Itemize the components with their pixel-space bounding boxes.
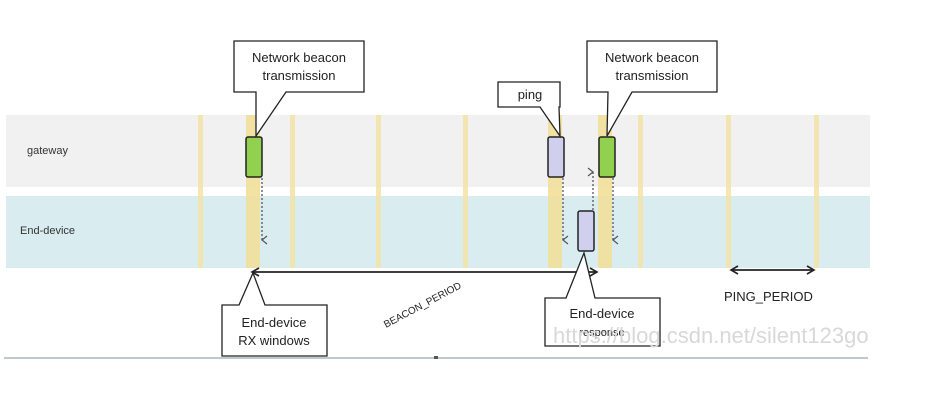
callout-beacon-2-line2: transmission <box>616 68 689 83</box>
gateway-lane <box>6 115 870 187</box>
ping-slot <box>463 115 468 268</box>
gateway-lane-label: gateway <box>27 145 68 157</box>
ping-slot <box>290 115 295 268</box>
ping-slot <box>726 115 731 268</box>
callout-beacon-2: Network beacon transmission <box>586 40 718 137</box>
callout-response-line1: End-device <box>569 306 634 321</box>
ping-slot <box>376 115 381 268</box>
ping-frame <box>547 136 565 178</box>
ping-slot <box>198 115 203 268</box>
callout-ping: ping <box>497 81 561 139</box>
ping-period-label: PING_PERIOD <box>724 289 813 304</box>
callout-response: End-device response <box>544 250 661 347</box>
watermark: https://blog.csdn.net/silent123go <box>553 323 869 348</box>
bottom-marker <box>434 356 438 359</box>
response-frame <box>577 210 595 252</box>
callout-beacon-1-line1: Network beacon <box>252 50 346 65</box>
callout-ping-label: ping <box>518 87 543 102</box>
callout-rx-windows: End-device RX windows <box>221 271 328 357</box>
beacon-frame-1 <box>245 136 263 178</box>
callout-beacon-2-line1: Network beacon <box>605 50 699 65</box>
end-device-lane <box>6 196 870 268</box>
beacon-period-label: BEACON_PERIOD <box>382 280 463 330</box>
callout-beacon-1-line2: transmission <box>263 68 336 83</box>
callout-beacon-1: Network beacon transmission <box>233 40 365 139</box>
ping-slot <box>814 115 819 268</box>
callout-rx-windows-line1: End-device <box>241 315 306 330</box>
ping-slot <box>638 115 643 268</box>
beacon-frame-2 <box>598 136 616 178</box>
callout-response-line2: response <box>579 327 624 339</box>
end-device-lane-label: End-device <box>20 225 75 237</box>
callout-rx-windows-line2: RX windows <box>238 333 310 348</box>
